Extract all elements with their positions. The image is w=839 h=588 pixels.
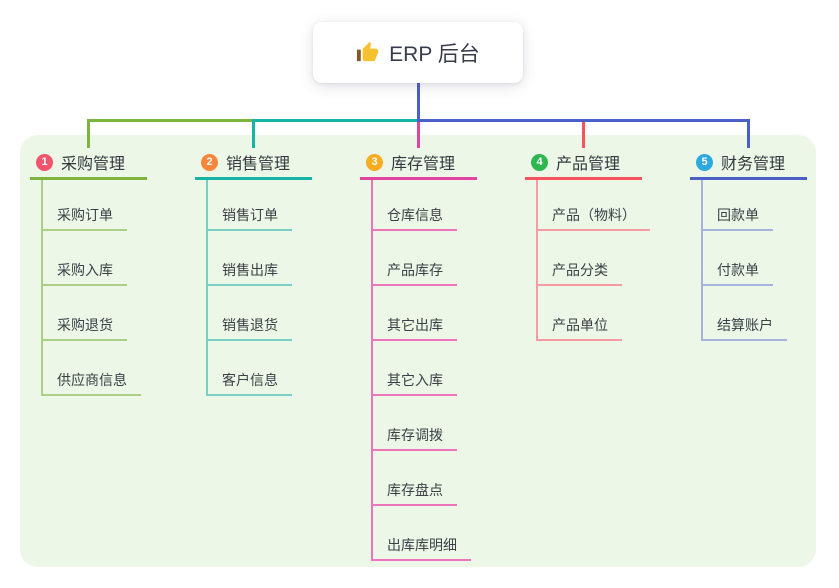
branch-node-4[interactable]: 4 产品管理 — [525, 147, 642, 180]
branch-drop-line — [582, 122, 585, 148]
child-node[interactable]: 产品单位 — [536, 313, 622, 341]
branch-label: 财务管理 — [721, 156, 786, 173]
thumbs-up-icon — [356, 41, 379, 64]
child-node[interactable]: 供应商信息 — [41, 368, 141, 396]
branch-bracket-line — [206, 180, 208, 396]
bus-segment-green — [87, 119, 252, 122]
child-node[interactable]: 结算账户 — [701, 313, 787, 341]
root-connector-line — [417, 83, 420, 122]
branch-node-5[interactable]: 5 财务管理 — [690, 147, 807, 180]
child-node[interactable]: 其它出库 — [371, 313, 457, 341]
branch-bracket-line — [701, 180, 703, 341]
branch-node-3[interactable]: 3 库存管理 — [360, 147, 477, 180]
branch-label: 销售管理 — [226, 156, 291, 173]
root-node[interactable]: ERP 后台 — [313, 22, 523, 83]
child-node[interactable]: 付款单 — [701, 258, 773, 286]
root-label: ERP 后台 — [389, 42, 480, 66]
child-node[interactable]: 销售出库 — [206, 258, 292, 286]
branch-bracket-line — [371, 180, 373, 561]
branch-bracket-line — [41, 180, 43, 396]
branch-label: 产品管理 — [556, 156, 621, 173]
branch-badge: 4 — [531, 153, 548, 171]
child-node[interactable]: 出库库明细 — [371, 533, 471, 561]
branch-label: 库存管理 — [391, 156, 456, 173]
branch-badge: 3 — [366, 153, 383, 171]
child-node[interactable]: 产品（物料） — [536, 203, 650, 231]
branch-badge: 1 — [36, 153, 53, 171]
bus-segment-teal — [252, 119, 417, 122]
branch-node-1[interactable]: 1 采购管理 — [30, 147, 147, 180]
branch-drop-line — [252, 122, 255, 148]
child-node[interactable]: 客户信息 — [206, 368, 292, 396]
child-node[interactable]: 采购退货 — [41, 313, 127, 341]
child-node[interactable]: 采购入库 — [41, 258, 127, 286]
child-node[interactable]: 销售订单 — [206, 203, 292, 231]
child-node[interactable]: 产品分类 — [536, 258, 622, 286]
branch-label: 采购管理 — [61, 156, 126, 173]
branch-bracket-line — [536, 180, 538, 341]
branch-drop-line — [747, 122, 750, 148]
branch-badge: 5 — [696, 153, 713, 171]
child-node[interactable]: 仓库信息 — [371, 203, 457, 231]
child-node[interactable]: 产品库存 — [371, 258, 457, 286]
child-node[interactable]: 回款单 — [701, 203, 773, 231]
branch-node-2[interactable]: 2 销售管理 — [195, 147, 312, 180]
branch-drop-line — [417, 122, 420, 148]
child-node[interactable]: 采购订单 — [41, 203, 127, 231]
branches-panel — [20, 135, 816, 567]
branch-badge: 2 — [201, 153, 218, 171]
child-node[interactable]: 库存盘点 — [371, 478, 457, 506]
branch-drop-line — [87, 122, 90, 148]
child-node[interactable]: 其它入库 — [371, 368, 457, 396]
bus-segment-blue — [417, 119, 750, 122]
child-node[interactable]: 销售退货 — [206, 313, 292, 341]
child-node[interactable]: 库存调拨 — [371, 423, 457, 451]
